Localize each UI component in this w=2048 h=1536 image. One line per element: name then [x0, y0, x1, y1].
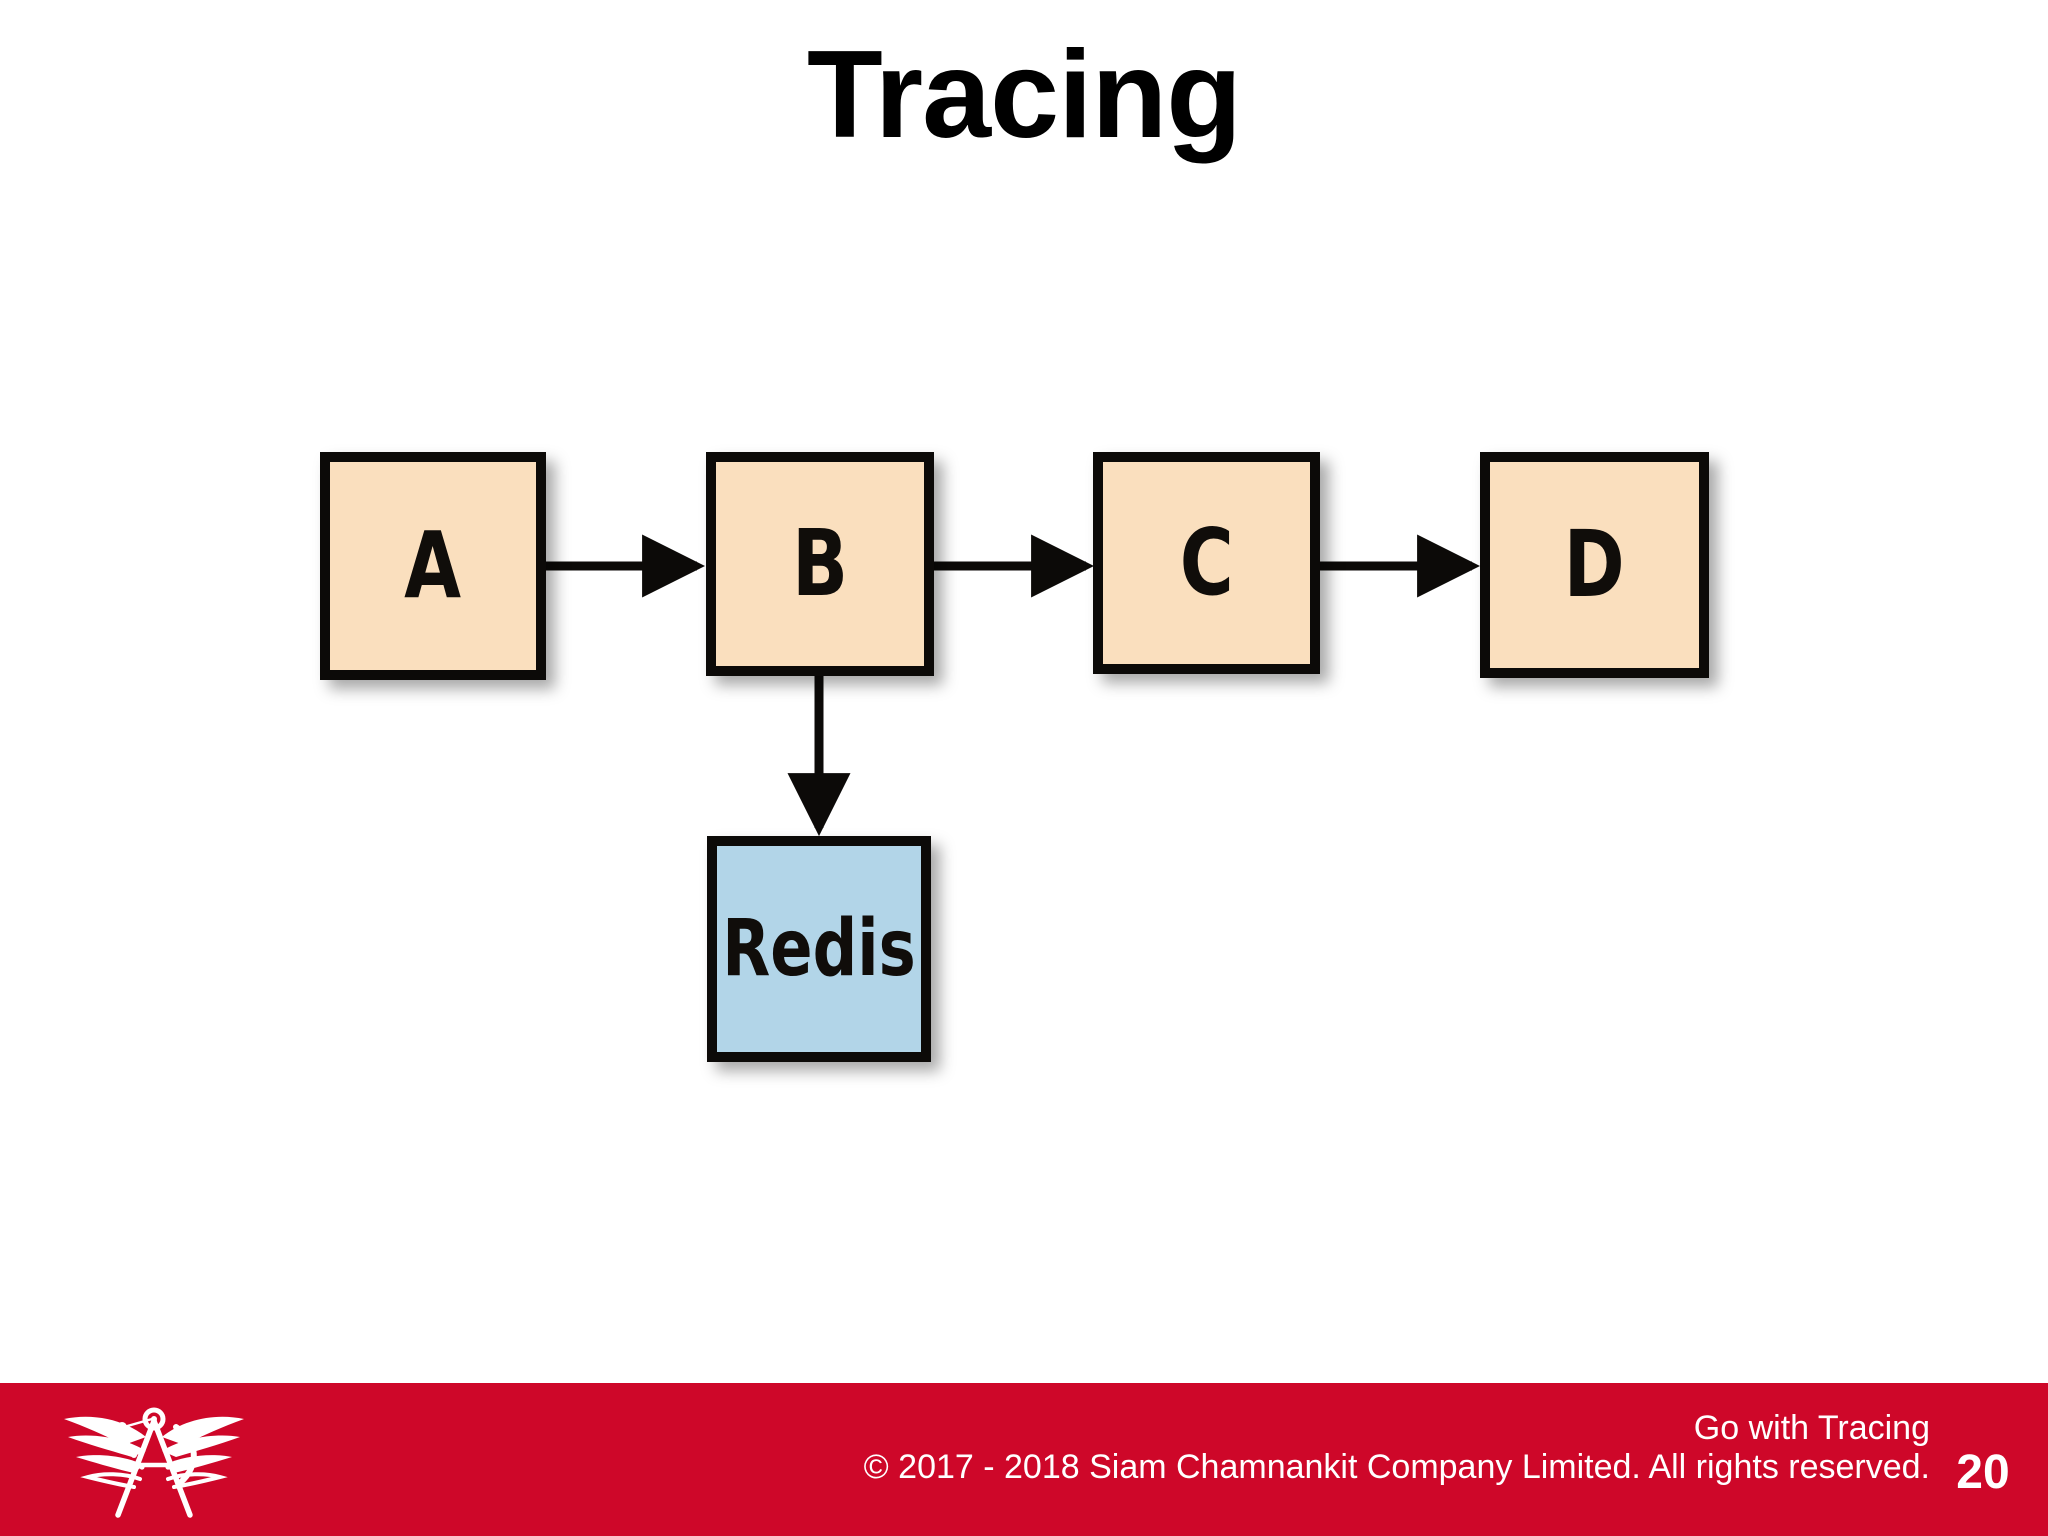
footer-deck-title: Go with Tracing: [1693, 1409, 1930, 1447]
diagram-node-redis[interactable]: Redis: [707, 836, 931, 1062]
footer-copyright: © 2017 - 2018 Siam Chamnankit Company Li…: [863, 1448, 1930, 1487]
diagram-node-b-label: B: [791, 510, 849, 617]
footer-text-block: Go with Tracing © 2017 - 2018 Siam Chamn…: [864, 1409, 1930, 1488]
diagram-node-redis-label: Redis: [722, 904, 916, 994]
diagram-node-c[interactable]: C: [1093, 452, 1320, 674]
winged-compass-logo: [28, 1393, 280, 1525]
diagram-node-c-label: C: [1179, 509, 1234, 616]
diagram-node-a-label: A: [404, 512, 462, 619]
winged-compass-logo-icon: [64, 1407, 244, 1518]
diagram-node-d[interactable]: D: [1480, 452, 1709, 678]
diagram-edges: [546, 534, 1481, 837]
footer-bar: Go with Tracing © 2017 - 2018 Siam Chamn…: [0, 1383, 2048, 1536]
page-title: Tracing: [806, 26, 1242, 164]
tracing-flow-diagram: A B C D Redis: [320, 452, 1709, 1062]
diagram-node-b[interactable]: B: [706, 452, 934, 676]
page-number: 20: [1956, 1446, 2010, 1499]
diagram-node-a[interactable]: A: [320, 452, 546, 680]
diagram-node-d-label: D: [1563, 511, 1626, 618]
